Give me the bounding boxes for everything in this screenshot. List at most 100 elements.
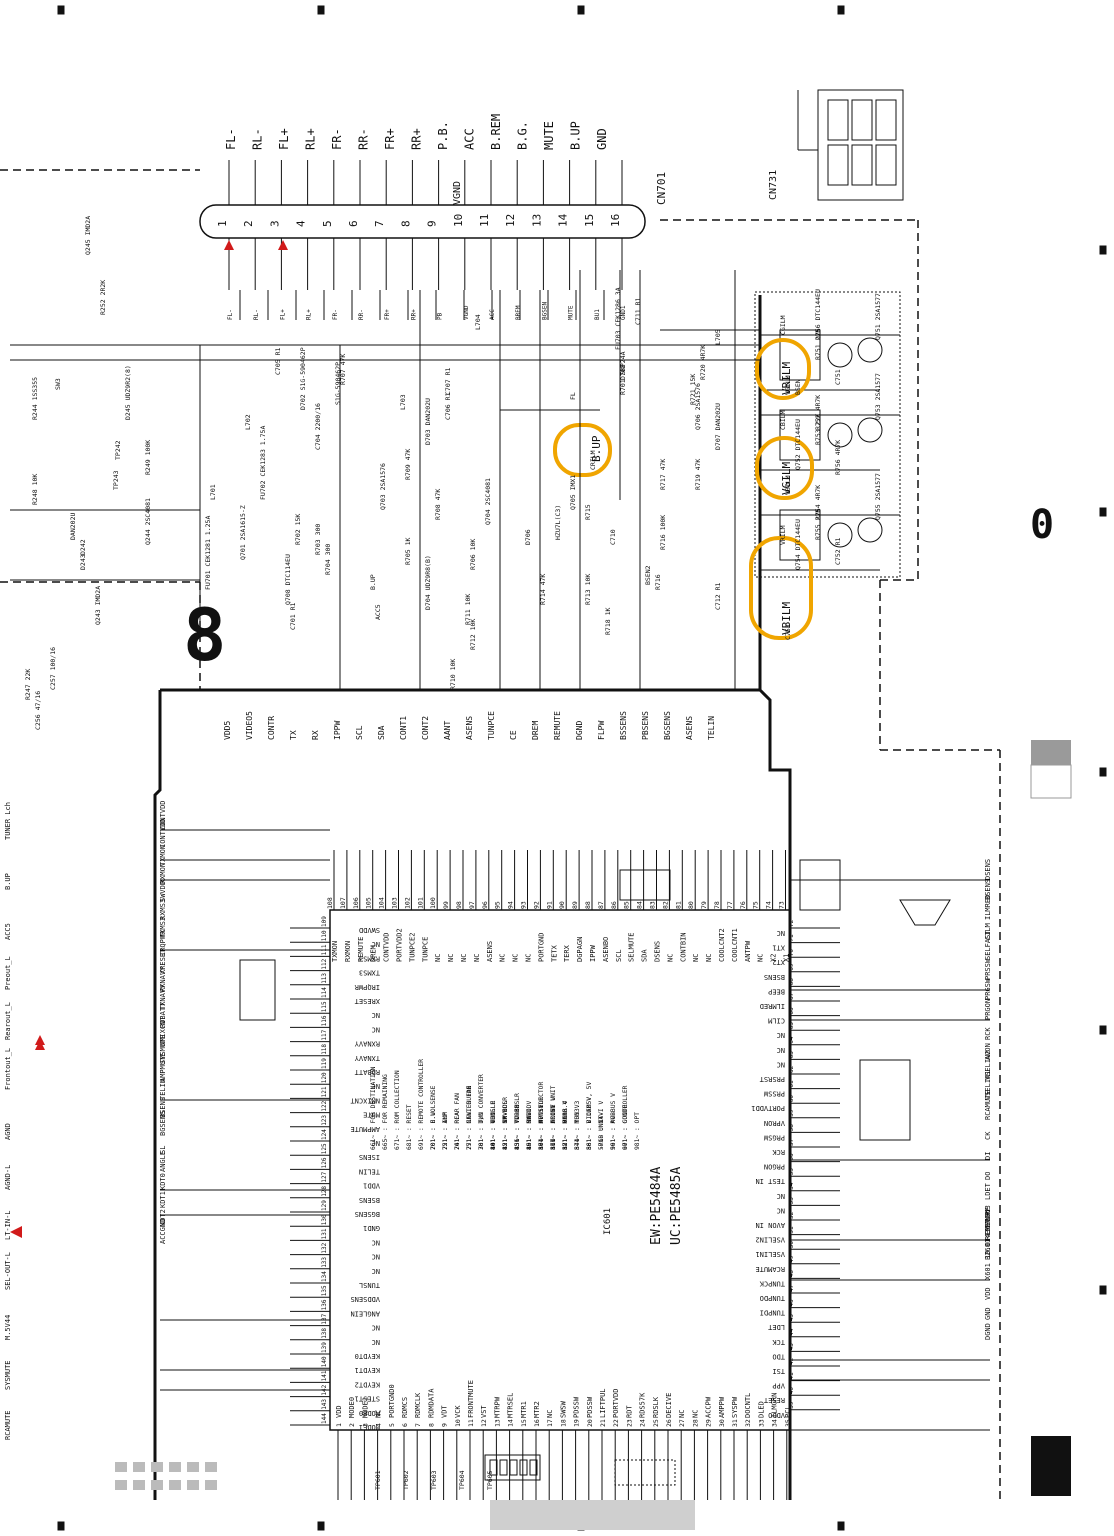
ic-pin-name: BSENS xyxy=(764,973,785,981)
right-signal-label: BSENS xyxy=(984,879,992,900)
ic-pin-name: NC xyxy=(372,1338,380,1346)
ic-pin-number: 45 xyxy=(788,1314,795,1322)
ic-pin-name: ACCPW xyxy=(705,1396,713,1418)
ic-pin-name: NC xyxy=(757,954,765,962)
ic-pin-name: RDBATT xyxy=(354,1068,380,1076)
top-signal-label: REMUTE xyxy=(553,711,562,740)
top-signal-label: VIDEO5 xyxy=(245,711,254,740)
ic-pin-name: STEST1 xyxy=(355,1395,380,1403)
component-label: C706 R1 xyxy=(444,393,452,420)
left-signal-label: BSENS xyxy=(159,1097,167,1118)
ic-pin-number: 60 xyxy=(788,1095,795,1103)
cn701-pin-number: 1 xyxy=(216,220,229,227)
ic-pin-number: 32 xyxy=(744,1419,752,1427)
ic-pin-name: PORTGND0 xyxy=(388,1384,396,1418)
resistor-array xyxy=(859,1059,911,1141)
component-label: R715 xyxy=(584,504,592,520)
ic-pin-name: TUNPCE xyxy=(421,937,429,962)
ic-pin-name: NC xyxy=(372,1011,380,1019)
ic-pin-number: 129 xyxy=(321,1200,328,1211)
component-label: VGILM xyxy=(784,375,792,395)
ic-note: 771~ : CENTER FAN xyxy=(466,1085,473,1150)
left-signal-label: KDT1 xyxy=(159,1191,167,1208)
ic-pin-number: 92 xyxy=(532,901,540,909)
ic-pin-number: 18 xyxy=(559,1419,567,1427)
red-arrow-icon xyxy=(224,240,234,250)
ic-pin-name: VDD xyxy=(335,1405,343,1418)
cn701-label: CN701 xyxy=(655,172,668,205)
component-label: C257 100/16 xyxy=(49,647,57,690)
ic-pin-name: NC xyxy=(512,954,520,962)
left-signal-label: SYSMUTE xyxy=(159,1034,167,1064)
cn701-pin-name: FL+ xyxy=(279,309,286,320)
ic-pin-number: 128 xyxy=(321,1186,328,1197)
component-label: VRILM xyxy=(779,525,787,545)
top-signal-label: ASENS xyxy=(685,716,694,740)
ic-pin-name: NC xyxy=(372,1139,380,1147)
registration-mark xyxy=(317,5,325,15)
component-label: DAN202U xyxy=(69,513,77,540)
ic-note: 176~ : DRIVE UNIT xyxy=(550,1085,557,1150)
ic-pin-number: 40 xyxy=(788,1387,795,1395)
crystal-x601 xyxy=(799,859,841,911)
right-signal-label: CILM xyxy=(984,923,992,940)
ic-pin-name: RXNAVY xyxy=(354,1040,380,1048)
cn701-connector xyxy=(199,204,646,239)
ic-pin-name: SWVDD xyxy=(359,926,380,934)
cn701-pin-number: 13 xyxy=(530,214,543,227)
resistor-array xyxy=(614,1459,676,1486)
registration-mark xyxy=(1099,1025,1107,1035)
ic-pin-name: TSI xyxy=(772,1367,785,1375)
ic-pin-number: 53 xyxy=(788,1197,795,1205)
top-signal-label: BSSENS xyxy=(619,711,628,740)
dip-switch-cell xyxy=(519,1459,528,1476)
component-label: R702 15K xyxy=(294,514,302,545)
component-label: CRILM xyxy=(589,450,597,470)
component-label: C752 R1 xyxy=(834,538,842,565)
ic-pin-name: NC xyxy=(372,1267,380,1275)
ic-pin-name: COOLCNT2 xyxy=(718,928,726,962)
ic-pin-number: 123 xyxy=(321,1115,328,1126)
ic-pin-number: 126 xyxy=(321,1157,328,1168)
left-signal-label: SYSMUTE xyxy=(4,1360,12,1390)
ic-pin-name: NC xyxy=(777,1060,785,1068)
cn701-pin-name: RR- xyxy=(358,309,365,320)
ic-pin-number: 75 xyxy=(752,901,760,909)
ic-pin-number: 119 xyxy=(321,1058,328,1069)
ic-pin-name: KEYDT2 xyxy=(355,1380,380,1388)
component-label: R705 1K xyxy=(404,538,412,565)
ic-pin-number: 100 xyxy=(429,897,437,909)
ic-pin-name: PORTVDD xyxy=(612,1388,620,1418)
ic-pin-name: MODE1 xyxy=(361,1397,369,1418)
registration-mark xyxy=(1099,245,1107,255)
ic-pin-name: TXNAVY xyxy=(354,1054,380,1062)
component-label: R720 4R7K xyxy=(699,345,707,380)
ic-pin-name: BEEP xyxy=(768,987,785,995)
left-signal-label: AGND-L xyxy=(4,1165,12,1190)
registration-mark xyxy=(837,5,845,15)
component-label: R756 4R7K xyxy=(834,440,842,475)
ic-pin-number: 20 xyxy=(586,1419,594,1427)
ic-pin-name: SCL xyxy=(615,949,623,962)
right-signal-label: X601 10.074369MHz xyxy=(984,1208,992,1280)
ic-pin-name: TERX xyxy=(563,944,571,962)
component-label: R755 22K xyxy=(814,509,822,540)
ic-pin-name: MODE0 xyxy=(348,1397,356,1418)
ic-pin-number: 86 xyxy=(610,901,618,909)
cn701-signal-label: B.G. xyxy=(516,121,530,150)
ic-pin-number: 27 xyxy=(678,1419,686,1427)
ic-pin-name: PRSSW xyxy=(763,1090,785,1098)
ic-note: 841~ : VDD5 xyxy=(490,1108,497,1150)
top-signal-label: CE xyxy=(509,730,518,740)
cn701-pin-number: 11 xyxy=(478,214,491,227)
component-label: R701 xyxy=(619,379,627,395)
component-label: Q701 2SA1615-Z xyxy=(239,505,247,560)
component-label: R751 22K xyxy=(814,329,822,360)
ic-pin-number: 91 xyxy=(545,901,553,909)
resistor-array xyxy=(619,869,671,901)
cn701-signal-label: MUTE xyxy=(542,121,556,150)
ic-pin-name: RCAMUTE xyxy=(755,1265,785,1273)
top-signal-label: SCL xyxy=(355,725,364,740)
component-label: D702 S1G-590462P xyxy=(299,347,307,410)
placeholder-block xyxy=(115,1462,127,1472)
